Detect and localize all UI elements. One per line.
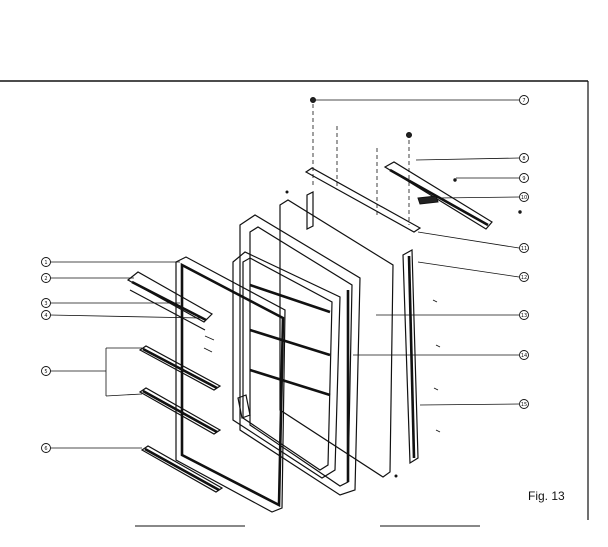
svg-text:7: 7: [522, 98, 525, 104]
inner-door-liner: [232, 251, 341, 479]
door-liner-frame: [239, 214, 361, 496]
side-bracket: [285, 190, 314, 230]
figure-label: Fig. 13: [528, 489, 565, 503]
bottom-shelf-bar: [140, 445, 224, 493]
callout-11: 11: [519, 243, 529, 253]
top-hinge-bar: [304, 167, 422, 233]
callout-9: 9: [519, 173, 529, 183]
dash-marks: [203, 299, 441, 478]
callout-13: 13: [519, 310, 529, 320]
callout-5: 5: [41, 366, 51, 376]
svg-text:1: 1: [44, 260, 47, 266]
leader-lines-left: [49, 261, 201, 449]
svg-text:5: 5: [44, 369, 47, 375]
callout-7: 7: [519, 95, 529, 105]
callout-2: 2: [41, 273, 51, 283]
svg-text:2: 2: [44, 276, 47, 282]
svg-text:8: 8: [522, 156, 525, 162]
top-shelf-assembly: [126, 271, 213, 331]
svg-text:9: 9: [522, 176, 525, 182]
hinge-screw-icon: [310, 97, 412, 225]
svg-text:11: 11: [521, 246, 527, 252]
right-side-strip: [402, 248, 419, 465]
door-shelf-bars: [138, 345, 222, 435]
callout-6: 6: [41, 443, 51, 453]
svg-text:4: 4: [44, 313, 47, 319]
door-gasket: [175, 256, 286, 513]
callout-15: 15: [519, 399, 529, 409]
svg-text:12: 12: [521, 275, 527, 281]
callout-1: 1: [41, 257, 51, 267]
callout-10: 10: [519, 192, 529, 202]
svg-text:14: 14: [521, 353, 527, 359]
callout-12: 12: [519, 272, 529, 282]
svg-text:13: 13: [521, 313, 527, 319]
callout-14: 14: [519, 350, 529, 360]
svg-text:3: 3: [44, 301, 47, 307]
door-handle: [383, 161, 522, 230]
callout-3: 3: [41, 298, 51, 308]
leader-lines-right: [316, 99, 520, 406]
svg-text:10: 10: [521, 195, 527, 201]
svg-text:15: 15: [521, 402, 527, 408]
callout-8: 8: [519, 153, 529, 163]
callout-4: 4: [41, 310, 51, 320]
svg-text:6: 6: [44, 446, 47, 452]
